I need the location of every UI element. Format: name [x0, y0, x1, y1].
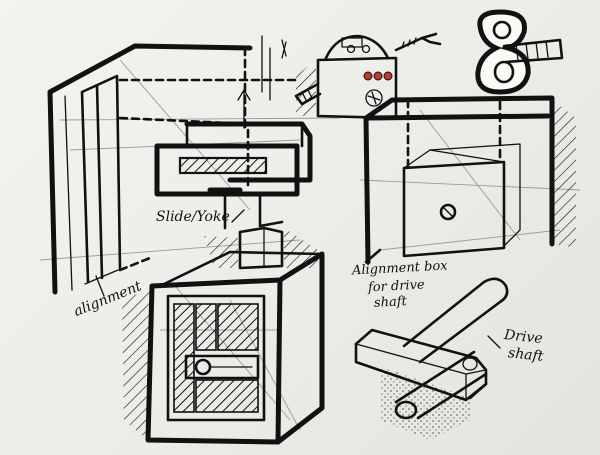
leader-slide-yoke [231, 209, 245, 223]
frame-housing [47, 35, 302, 295]
drive-shaft [354, 277, 509, 440]
label-alignment-box-line2: for drive [367, 277, 426, 296]
label-slide-yoke: Slide/Yoke [156, 209, 230, 225]
alignment-box [363, 95, 576, 265]
leader-drive-shaft [487, 335, 501, 349]
figure-eight-doodle [475, 9, 564, 95]
label-drive-shaft-line1: Drive [503, 327, 544, 347]
label-alignment-box-line3: shaft [373, 294, 408, 311]
lower-box [122, 250, 325, 445]
slide-yoke [154, 89, 313, 230]
leader-alignment [95, 275, 105, 297]
label-drive-shaft-line2: shaft [507, 345, 545, 365]
